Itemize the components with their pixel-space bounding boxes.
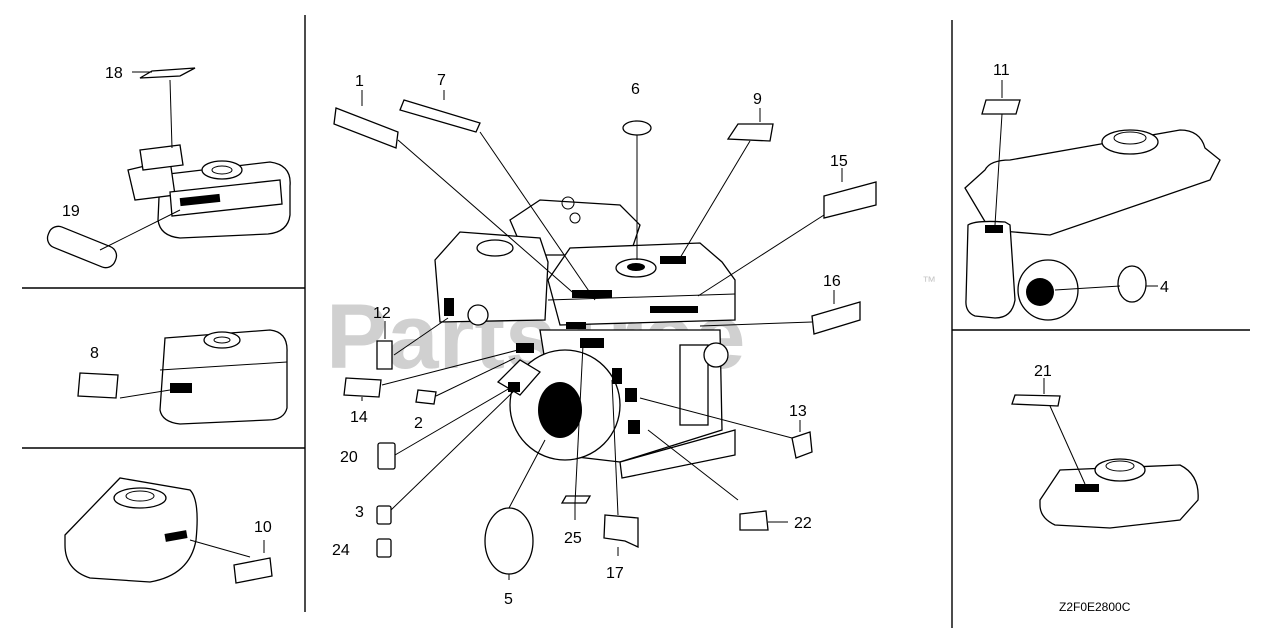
label-8-shape: [77, 372, 119, 399]
label-5-shape: [484, 507, 534, 575]
drawing-code: Z2F0E2800C: [1059, 600, 1131, 614]
label-14-shape: [343, 377, 382, 398]
leader-lines-center: [361, 90, 843, 580]
fuel-tank-bottom-left: [64, 477, 198, 583]
label-17-shape: [603, 514, 639, 549]
label-11-shape: [981, 99, 1021, 115]
callout-17: 17: [606, 565, 624, 582]
engine-assembly: [434, 196, 736, 479]
label-22-shape: [739, 510, 769, 531]
callout-14: 14: [350, 409, 368, 426]
leader-lines-middle-left: [119, 389, 171, 399]
callout-22: 22: [794, 515, 812, 532]
callout-19: 19: [62, 203, 80, 220]
fuel-tank-middle-left: [159, 329, 288, 425]
leader-lines-top-left: [99, 71, 181, 251]
callout-4: 4: [1160, 279, 1169, 296]
fuel-tank-bottom-right: [1039, 458, 1199, 529]
callout-20: 20: [340, 449, 358, 466]
label-21-shape: [1011, 394, 1061, 407]
label-25-shape: [560, 495, 592, 504]
callout-21: 21: [1034, 363, 1052, 380]
fuel-tank-top-right: [964, 129, 1221, 321]
label-10-shape: [233, 557, 273, 584]
label-15-shape: [823, 181, 877, 219]
callout-7: 7: [437, 72, 446, 89]
label-24-shape: [376, 538, 392, 558]
callout-6: 6: [631, 81, 640, 98]
callout-2: 2: [414, 415, 423, 432]
callout-16: 16: [823, 273, 841, 290]
callout-24: 24: [332, 542, 350, 559]
label-19-shape: [46, 225, 118, 269]
label-9-shape: [726, 123, 774, 142]
label-18-shape: [139, 67, 196, 79]
label-6-shape: [622, 120, 652, 136]
label-2-shape: [415, 389, 437, 405]
label-1-shape: [333, 107, 399, 149]
leader-lines-bottom-left: [189, 539, 265, 558]
leader-lines-top-right: [994, 80, 1158, 291]
fuel-tank-top-left: [127, 144, 291, 239]
label-7-shape: [399, 99, 481, 133]
watermark-trademark: ™: [922, 273, 936, 289]
callout-10: 10: [254, 519, 272, 536]
callout-1: 1: [355, 73, 364, 90]
callout-12: 12: [373, 305, 391, 322]
label-13-shape: [791, 431, 813, 459]
callout-25: 25: [564, 530, 582, 547]
callout-8: 8: [90, 345, 99, 362]
callout-9: 9: [753, 91, 762, 108]
label-16-shape: [811, 301, 861, 335]
callout-3: 3: [355, 504, 364, 521]
label-3-shape: [376, 505, 392, 525]
callout-18: 18: [105, 65, 123, 82]
leader-lines-bottom-right: [1043, 378, 1086, 485]
label-20-shape: [377, 442, 396, 470]
callout-5: 5: [504, 591, 513, 608]
label-4-shape: [1117, 265, 1147, 303]
section-dividers: [22, 15, 1250, 628]
label-12-shape: [376, 340, 393, 370]
callout-15: 15: [830, 153, 848, 170]
callout-13: 13: [789, 403, 807, 420]
callout-11: 11: [993, 62, 1010, 79]
